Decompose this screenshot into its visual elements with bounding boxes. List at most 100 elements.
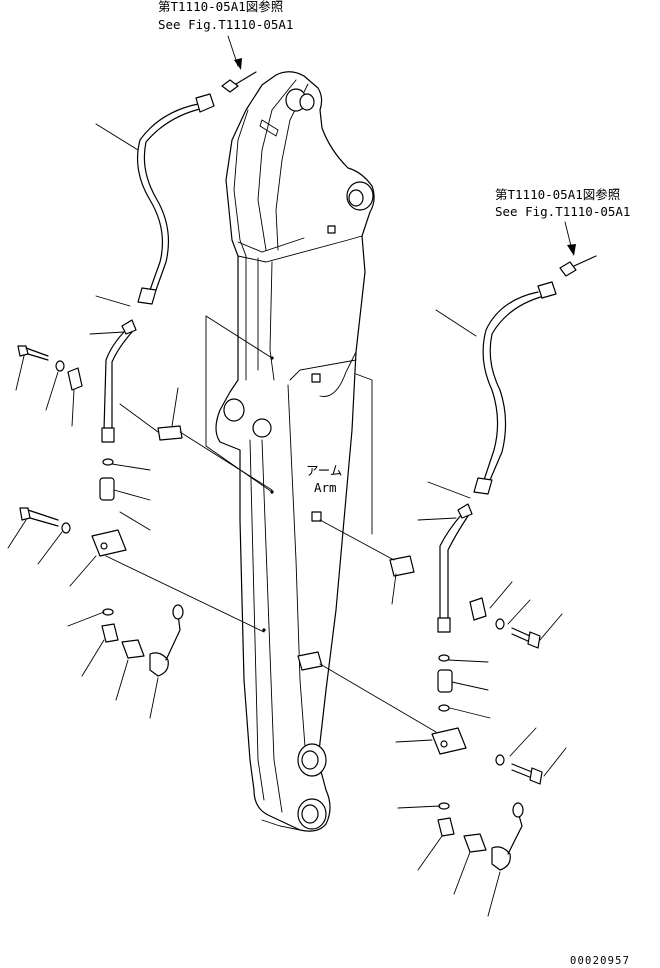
leader-right-washer-lower [509,727,537,757]
left-washer-lower [61,522,71,534]
arm-label-ja: アーム [306,463,342,478]
right-oring-upper [438,654,450,662]
leader-left-oring-lower [67,611,105,627]
leader-left-hose-fitting [95,295,131,307]
left-oring-lower [102,608,114,616]
arm-slot [259,119,279,137]
arm-web-edge [287,384,307,761]
leader-right-union [451,681,489,691]
right-clamp-upper [469,597,487,621]
left-clamp-upper [67,367,83,391]
arm-mount-point-3 [262,628,266,632]
right-block-port [440,740,448,748]
arm-top-plate-2 [237,237,305,253]
leader-right-elbow [417,835,443,871]
right-coupling [463,833,487,853]
leader-right-clamp-plate [391,573,397,605]
right-elbow [437,817,455,837]
assembly-line-left-upper [205,315,273,493]
leader-left-tube [89,331,125,335]
leader-left-clamp-plate [119,403,159,433]
arm-body: アーム Arm [215,71,375,832]
leader-left-block-top [119,511,151,531]
leader-right-dust-cap [487,871,501,917]
reference-right-en: See Fig.T1110-05A1 [495,204,630,219]
assembly-line-left-block [105,555,265,633]
leader-left-clamp-upper [71,389,75,427]
left-hose-fitting-bottom [137,287,157,305]
right-cap-strap [507,811,523,855]
arm-curve-detail [319,351,357,397]
reference-right-ja: 第T1110-05A1図参照 [495,187,620,202]
left-tube [103,329,127,431]
arm-lower-edge-1 [249,439,265,801]
right-clamp-plate [389,555,415,577]
left-hose-2 [143,107,205,291]
right-tube-2 [447,515,469,621]
left-block [91,529,127,557]
leader-left-oring-upper [111,463,151,471]
leader-left-hose [95,123,139,151]
left-tube-nut [101,427,115,443]
left-cap-ring [172,604,184,620]
leader-right-oring-upper [447,659,489,663]
leader-left-coupling [115,659,129,701]
arm-boom-pin-hole [252,418,272,438]
right-union [437,669,453,693]
left-tube-top-nut [121,319,137,335]
right-hose-fitting-top [537,281,557,299]
reference-top: 第T1110-05A1図参照 See Fig.T1110-05A1 [158,0,293,70]
leader-left-washer-lower [37,531,63,565]
left-circuit [17,71,257,677]
right-washer-lower [495,754,505,766]
assembly-line-left-plate [179,431,273,491]
leader-left-block [69,555,97,587]
leader-right-oring-lower [397,805,441,809]
left-tube-2 [111,331,133,431]
left-top-nipple [221,79,239,93]
right-top-nipple-stem [573,255,597,267]
leader-right-clamp-upper [489,581,513,609]
leader-left-dust-cap [149,677,159,719]
assembly-line-left-top [205,315,273,359]
arm-outline [215,71,375,832]
right-tube-top-nut [457,503,473,519]
left-oring-upper [102,458,114,466]
reference-right-arrowhead [567,244,576,256]
reference-right: 第T1110-05A1図参照 See Fig.T1110-05A1 [495,187,630,256]
leader-right-washer-upper [507,599,531,625]
left-clamp-plate [157,425,183,441]
assembly-line-right-block [319,663,437,733]
right-circuit [389,255,597,871]
leader-right-tube [417,517,457,521]
right-top-nipple [559,261,577,277]
reference-top-ja: 第T1110-05A1図参照 [158,0,283,14]
leader-lines [7,123,567,917]
assembly-lines [105,315,437,733]
arm-bottom-edge [261,819,301,831]
arm-web-line [289,359,357,381]
leader-right-block [395,739,433,743]
right-hose-2 [489,295,545,481]
left-union [99,477,115,501]
arm-boom-pin-boss [223,398,245,422]
leader-right-hose-fitting [427,481,471,499]
arm-stud-upper [327,225,336,234]
left-cap-strap [165,613,181,661]
leader-left-elbow [81,639,105,677]
leader-left-washer-upper [45,371,59,411]
left-bolt-upper [25,347,49,361]
leader-right-oring-middle [449,707,491,719]
leader-right-bolt-upper [539,613,563,641]
arm-edge-inner-1 [233,109,249,257]
leader-right-bolt-lower [543,747,567,777]
left-coupling [121,639,145,659]
reference-top-en: See Fig.T1110-05A1 [158,17,293,32]
arm-top-pin-hole [299,93,315,111]
right-hose [482,291,539,481]
assembly-line-right-plate [319,519,395,561]
left-block-port [100,542,108,550]
left-elbow [101,623,119,643]
leader-left-bolt-upper [15,355,25,391]
